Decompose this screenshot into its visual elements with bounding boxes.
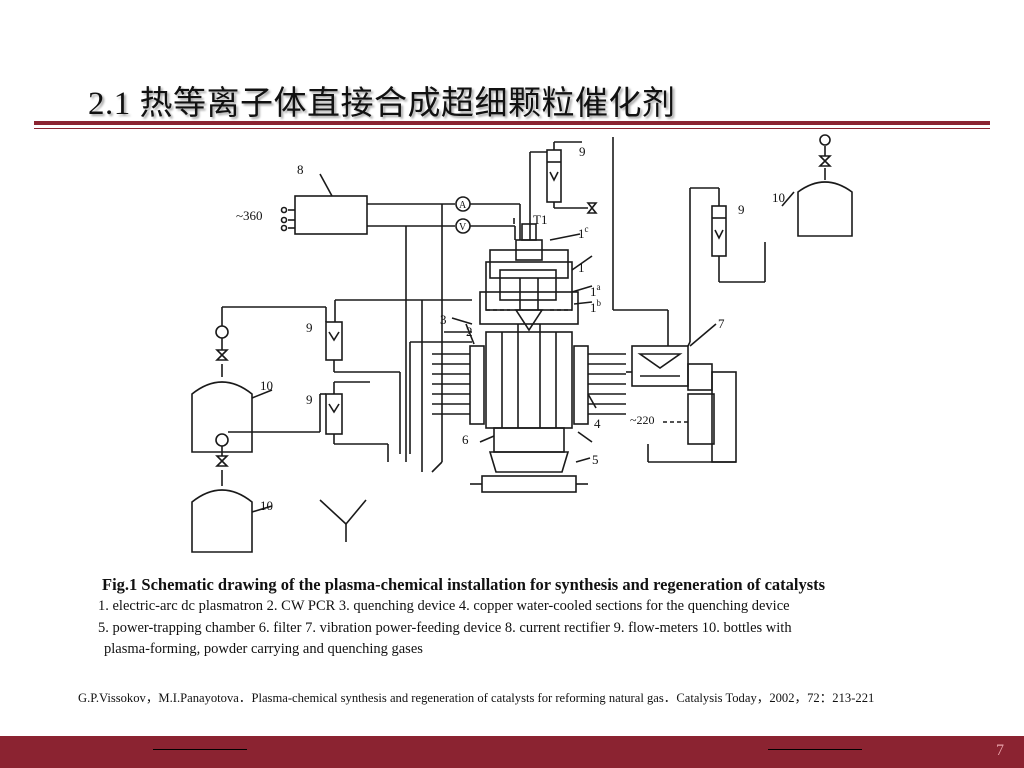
label-9-right: 9 bbox=[738, 202, 745, 217]
label-8: 8 bbox=[297, 162, 304, 177]
label-10-left-lower: 10 bbox=[260, 498, 273, 513]
label-7: 7 bbox=[718, 316, 725, 331]
caption-line-2: 5. power-trapping chamber 6. filter 7. v… bbox=[98, 619, 792, 636]
label-1: 1 bbox=[578, 260, 585, 275]
schematic-lines bbox=[191, 134, 853, 553]
label-1b: 1b bbox=[590, 298, 602, 315]
caption-heading: Fig.1 Schematic drawing of the plasma-ch… bbox=[102, 575, 826, 594]
trapping-chamber bbox=[488, 451, 570, 473]
schematic-svg: 8 ~360 A V 9 T1 1c 1 1a 1b 3 2 4 5 6 7 9… bbox=[191, 134, 853, 553]
flow-meter-top bbox=[546, 149, 562, 203]
footer-bar: 7 bbox=[0, 736, 1024, 768]
label-4: 4 bbox=[594, 416, 601, 431]
caption-line-1: 1. electric-arc dc plasmatron 2. CW PCR … bbox=[98, 598, 790, 614]
gas-bottle-left-lower bbox=[191, 489, 253, 553]
gas-bottle-left-upper bbox=[191, 381, 253, 453]
label-5: 5 bbox=[592, 452, 599, 467]
label-supply-360: ~360 bbox=[236, 208, 263, 223]
label-2: 2 bbox=[466, 324, 473, 339]
figure-caption: Fig.1 Schematic drawing of the plasma-ch… bbox=[98, 574, 988, 661]
footer-mark-right bbox=[768, 749, 862, 750]
current-rectifier-box bbox=[294, 195, 368, 235]
label-1c: 1c bbox=[578, 224, 589, 241]
label-3: 3 bbox=[440, 312, 447, 327]
label-supply-220: ~220 bbox=[630, 413, 655, 427]
slide-title: 2.1 热等离子体直接合成超细颗粒催化剂 bbox=[88, 86, 676, 122]
page-number: 7 bbox=[996, 742, 1004, 759]
trapping-chamber-base bbox=[481, 475, 577, 493]
plasma-installation-diagram: 8 ~360 A V 9 T1 1c 1 1a 1b 3 2 4 5 6 7 9… bbox=[170, 132, 890, 572]
t1-fitting bbox=[521, 223, 537, 241]
label-9-left-upper: 9 bbox=[306, 320, 313, 335]
diagram-labels: 8 ~360 A V 9 T1 1c 1 1a 1b 3 2 4 5 6 7 9… bbox=[236, 144, 785, 513]
label-10-right: 10 bbox=[772, 190, 785, 205]
flow-meter-left-lower bbox=[325, 393, 343, 435]
flow-meter-right bbox=[711, 205, 727, 257]
reference-citation: G.P.Vissokov，M.I.Panayotova．Plasma-chemi… bbox=[78, 691, 875, 705]
footer-mark-left bbox=[153, 749, 247, 750]
reactor-body bbox=[485, 331, 573, 429]
vibration-feeder-box bbox=[631, 345, 689, 387]
label-6: 6 bbox=[462, 432, 469, 447]
gas-bottle-right bbox=[797, 181, 853, 237]
vibrator-unit bbox=[687, 393, 715, 445]
caption-line-3: plasma-forming, powder carrying and quen… bbox=[104, 641, 423, 657]
label-9-top: 9 bbox=[579, 144, 586, 159]
label-t1: T1 bbox=[533, 212, 547, 227]
label-10-left-upper: 10 bbox=[260, 378, 273, 393]
label-voltmeter: V bbox=[459, 222, 467, 233]
label-ammeter: A bbox=[459, 200, 467, 211]
label-1a: 1a bbox=[590, 282, 601, 299]
plasmatron-nozzle bbox=[514, 309, 544, 332]
valve-top bbox=[586, 202, 598, 214]
label-9-left-lower: 9 bbox=[306, 392, 313, 407]
title-rule-thick bbox=[34, 121, 990, 125]
title-rule-thin bbox=[34, 128, 990, 129]
